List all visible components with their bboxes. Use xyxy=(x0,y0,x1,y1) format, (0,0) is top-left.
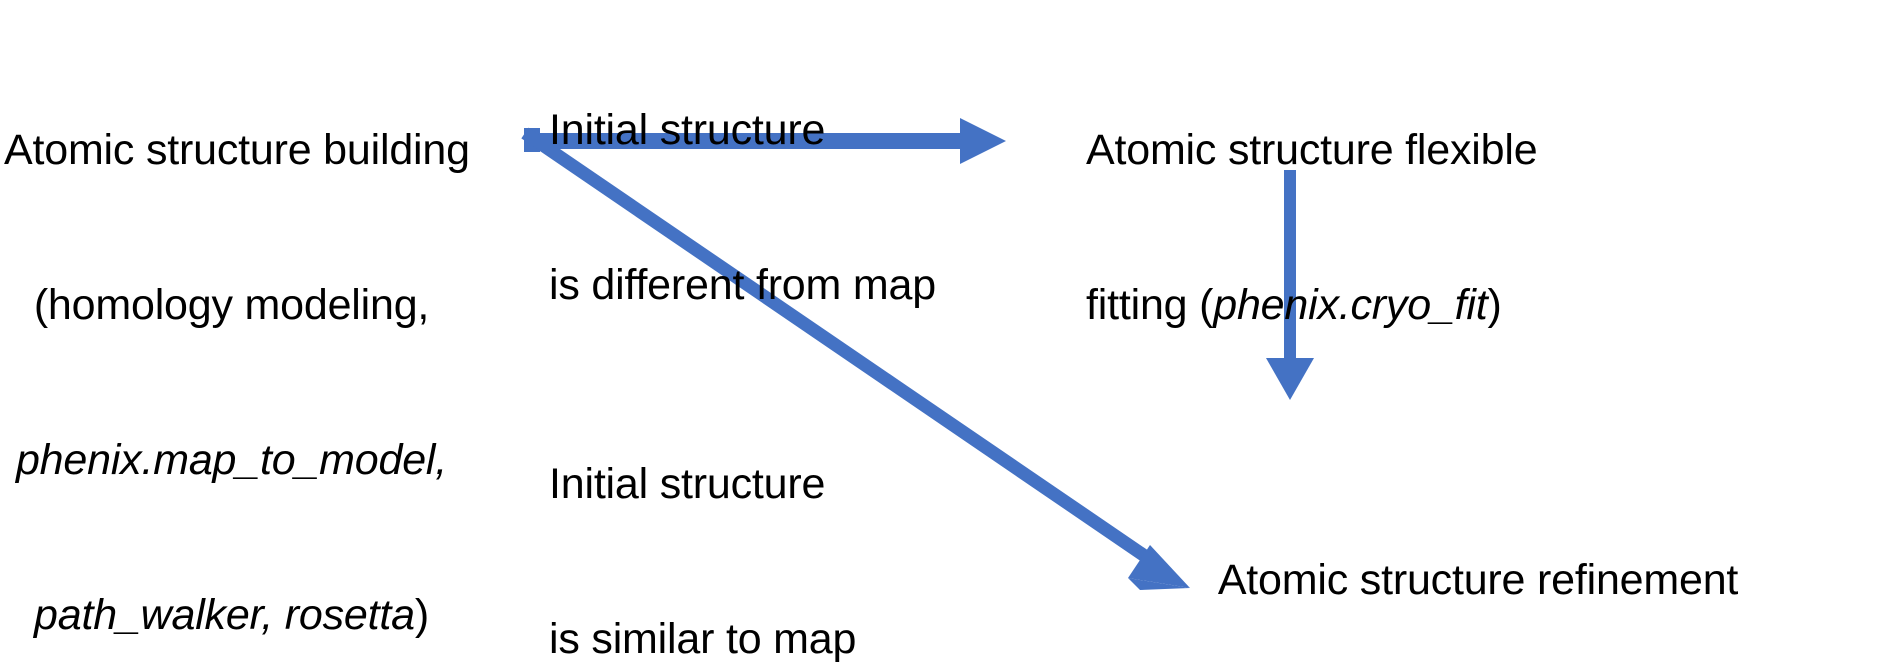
edge-label-similar-to-map: Initial structure is similar to map xyxy=(549,356,929,662)
node-building-line-1: Atomic structure building xyxy=(4,126,470,175)
node-flexible-fitting-line-2: fitting (phenix.cryo_fit) xyxy=(1086,280,1556,332)
atomic-structure-flexible-fitting-node: Atomic structure flexible fitting (pheni… xyxy=(1086,22,1556,435)
node-flexible-fitting-line-1: Atomic structure flexible xyxy=(1086,126,1538,175)
node-building-line-2: (homology modeling, xyxy=(33,280,430,329)
atomic-structure-refinement-node: Atomic structure refinement (phenix.real… xyxy=(1072,452,1884,662)
node-building-line-4-italic: path_walker, rosetta xyxy=(34,590,415,639)
node-flexible-fitting-line-2-head: fitting ( xyxy=(1086,280,1214,329)
node-flexible-fitting-line-2-tail: ) xyxy=(1487,280,1502,329)
edge-label-similar-line-1: Initial structure xyxy=(549,460,826,509)
node-building-line-4: path_walker, rosetta) xyxy=(4,590,459,642)
edge-label-different-from-map: Initial structure is different from map xyxy=(549,2,936,415)
edge-label-similar-line-2: is similar to map xyxy=(549,614,857,662)
node-flexible-fitting-line-2-italic: phenix.cryo_fit xyxy=(1213,280,1488,329)
node-building-line-4-tail: ) xyxy=(414,590,429,639)
edge-label-different-line-2: is different from map xyxy=(549,260,936,309)
node-refinement-line-1: Atomic structure refinement xyxy=(1217,556,1739,605)
edge-label-different-line-1: Initial structure xyxy=(549,106,826,155)
atomic-structure-building-node: Atomic structure building (homology mode… xyxy=(4,22,470,662)
node-building-line-3: phenix.map_to_model, xyxy=(15,435,448,484)
